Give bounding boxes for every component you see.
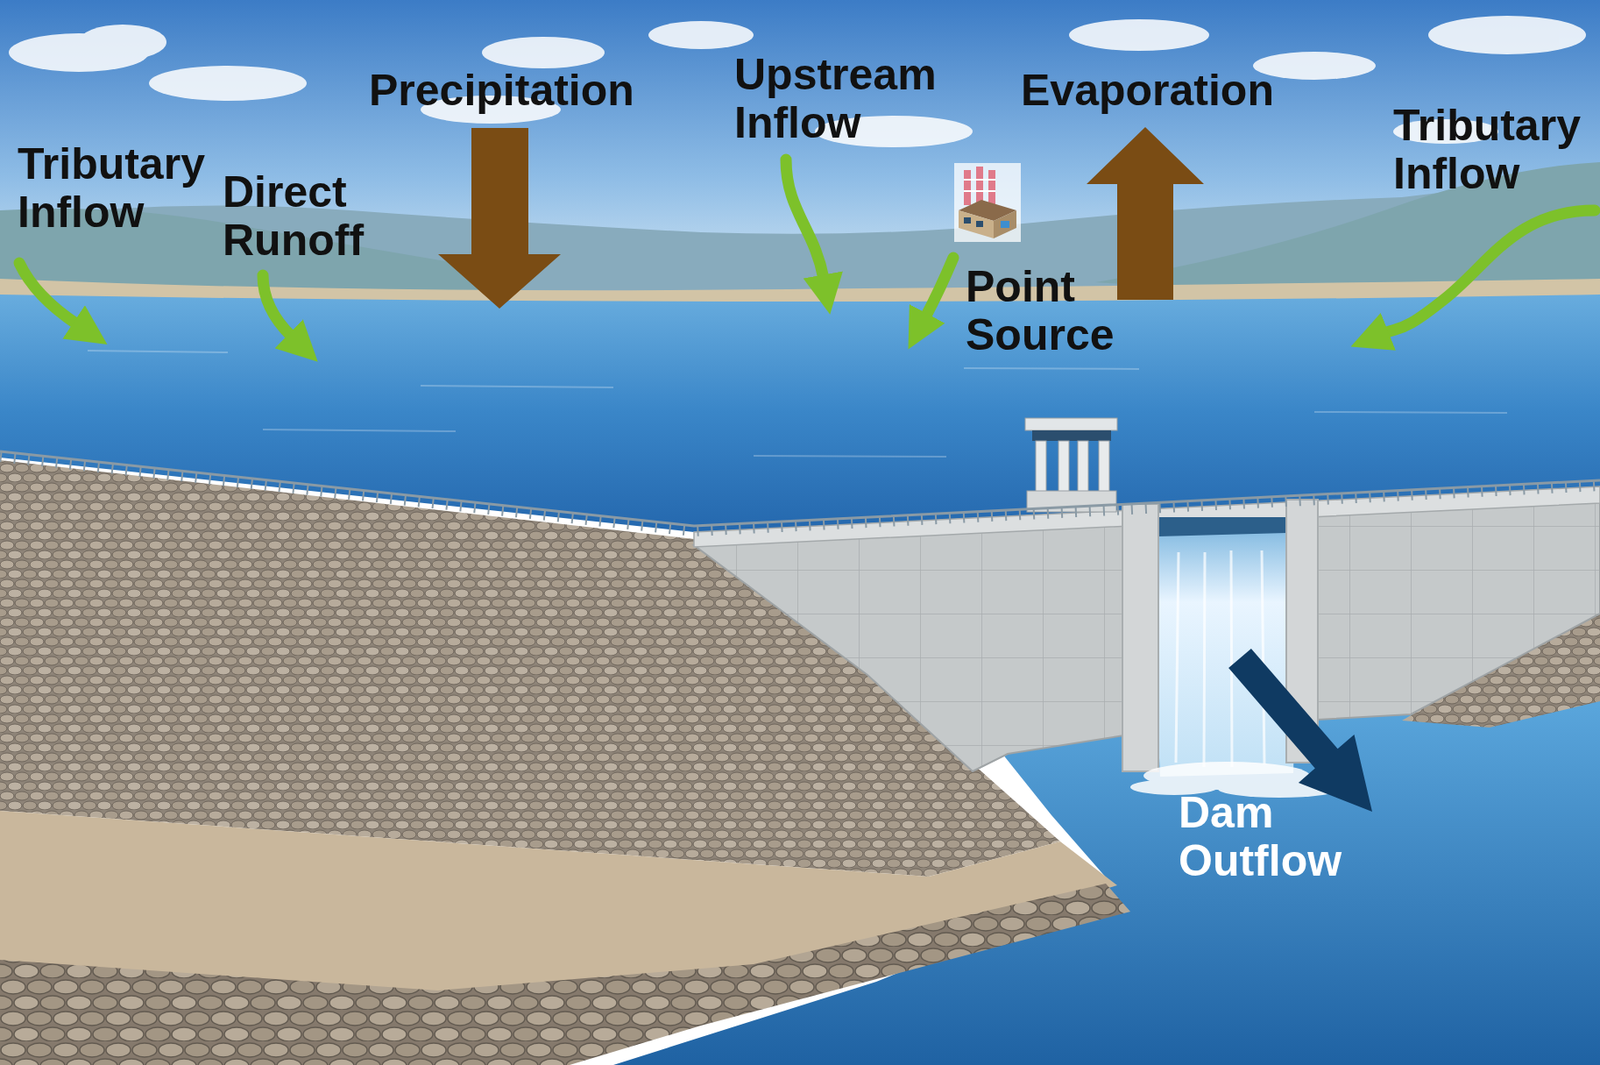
flow-label: Direct Runoff [222, 168, 374, 265]
spillway-pier [1122, 503, 1159, 772]
streak [1203, 552, 1205, 767]
tower-band [1032, 430, 1112, 441]
tower-column [1035, 440, 1047, 492]
chimney-stripes [963, 179, 996, 192]
cloud [481, 36, 605, 69]
flow-label: Precipitation [368, 66, 667, 115]
inflow-arrow [925, 257, 954, 318]
tower-column [1058, 440, 1070, 492]
tower-column [1098, 440, 1110, 492]
inflow-arrow [785, 159, 824, 279]
flow-label: Tributary Inflow [1393, 101, 1592, 199]
inflow-arrow [19, 262, 78, 325]
flow-label: Tributary Inflow [17, 140, 221, 237]
streak [1261, 550, 1265, 765]
waterfall [1155, 532, 1295, 777]
inflow-arrow [1384, 210, 1595, 333]
chimney [988, 169, 996, 206]
clouds [8, 15, 1586, 148]
cloud [648, 21, 754, 50]
flow-label: Evaporation [1020, 66, 1310, 115]
flow-label: Upstream Inflow [734, 50, 956, 148]
factory-wall [958, 210, 994, 239]
streak [1231, 550, 1232, 767]
foreground-rocks [0, 883, 1131, 1065]
ripple [1314, 411, 1508, 413]
cloud [78, 24, 167, 60]
flow-label: Point Source [965, 262, 1117, 360]
ripple [87, 350, 228, 353]
stripe [963, 178, 996, 181]
cloud [1069, 19, 1210, 51]
chimney [963, 169, 971, 206]
ripple [963, 368, 1140, 369]
railing [0, 451, 1600, 526]
dam-face [693, 501, 1600, 772]
stripe [963, 190, 996, 192]
intake-tower [1025, 417, 1118, 512]
tower-column [1077, 440, 1089, 492]
flow-label: Dam Outflow [1178, 788, 1354, 885]
ripple [420, 385, 614, 388]
ripple [753, 455, 947, 457]
factory-icon [954, 162, 1021, 242]
ripple [262, 429, 456, 432]
factory-window [963, 217, 971, 224]
outflow-arrow [1228, 648, 1373, 812]
sky [0, 0, 1600, 316]
cloud [1428, 15, 1586, 55]
precipitation-arrow [438, 127, 561, 309]
tower-roof [1025, 417, 1118, 431]
railing-posts [0, 456, 1600, 531]
factory-wall [993, 210, 1017, 239]
chimney [976, 166, 984, 206]
cloud [148, 65, 307, 101]
factory-window [1000, 220, 1010, 228]
factory-window [976, 220, 984, 227]
evaporation-arrow [1086, 127, 1204, 300]
inflow-arrow [262, 275, 292, 337]
streak [1175, 552, 1179, 763]
icon-backdrop [954, 162, 1021, 242]
inflow-arrows [19, 159, 1595, 337]
water-ripples [87, 350, 1508, 457]
